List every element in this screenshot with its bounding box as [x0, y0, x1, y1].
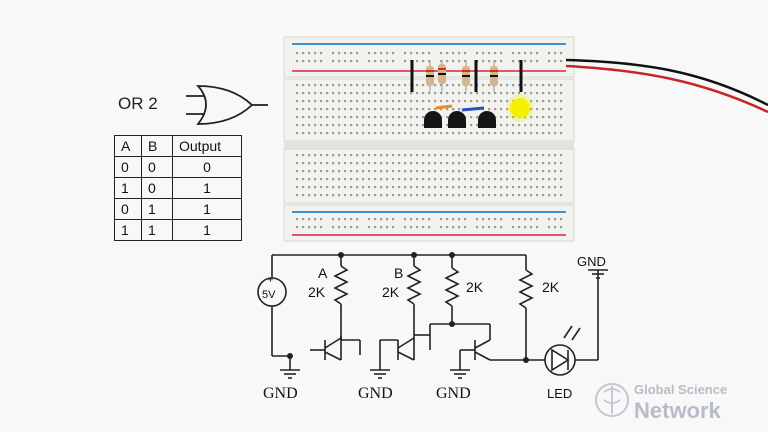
led-glow — [506, 94, 534, 122]
table-row: 1 0 1 — [114, 177, 242, 199]
cell-output: 1 — [172, 177, 242, 199]
truth-table-header-row: A B Output — [114, 135, 242, 157]
junction-dots — [287, 252, 529, 363]
table-row: 0 0 0 — [114, 156, 242, 178]
truth-table: A B Output 0 0 0 1 0 1 0 1 1 1 — [114, 135, 242, 241]
gate-title: OR 2 — [118, 94, 158, 113]
resistor-4-value: 2K — [542, 279, 560, 295]
cell-a: 1 — [114, 219, 142, 241]
cell-a: 0 — [114, 198, 142, 220]
resistor-4 — [490, 60, 498, 92]
supply-label: 5V — [262, 289, 276, 301]
resistor-a-name: A — [318, 265, 328, 281]
transistor-1 — [424, 111, 442, 128]
brand-line-1: Global Science — [634, 382, 727, 397]
table-row: 1 1 1 — [114, 219, 242, 241]
resistor-b-name: B — [394, 265, 403, 281]
or-gate-symbol — [186, 85, 268, 125]
resistor-b-value: 2K — [382, 284, 400, 300]
led-lit — [510, 98, 530, 118]
table-row: 0 1 1 — [114, 198, 242, 220]
transistor-2 — [448, 111, 466, 128]
ground-label-3: GND — [436, 385, 471, 402]
led-label: LED — [547, 386, 572, 401]
cell-b: 0 — [141, 177, 173, 199]
transistor-3 — [478, 111, 496, 128]
brain-logo-icon — [595, 383, 629, 417]
header-output: Output — [172, 135, 242, 157]
brand-watermark: Global Science Network — [595, 382, 727, 423]
ground-label-top: GND — [577, 254, 606, 269]
supply-plus-label: + — [268, 275, 273, 285]
resistor-2 — [438, 60, 446, 92]
brand-line-2: Network — [634, 398, 722, 423]
black-power-wire — [565, 58, 768, 107]
center-channel — [284, 141, 574, 149]
resistor-3-value: 2K — [466, 279, 484, 295]
blue-jumper — [461, 106, 485, 112]
cell-a: 1 — [114, 177, 142, 199]
header-a: A — [114, 135, 142, 157]
cell-output: 1 — [172, 219, 242, 241]
orange-jumper — [435, 104, 453, 110]
cell-b: 0 — [141, 156, 173, 178]
red-power-wire — [565, 64, 768, 114]
ground-label-2: GND — [358, 385, 393, 402]
breadboard — [283, 36, 768, 242]
header-b: B — [141, 135, 173, 157]
cell-b: 1 — [141, 198, 173, 220]
cell-output: 0 — [172, 156, 242, 178]
schematic — [257, 254, 608, 379]
breadboard-holes — [296, 52, 563, 229]
resistor-1 — [426, 60, 434, 92]
cell-a: 0 — [114, 156, 142, 178]
cell-b: 1 — [141, 219, 173, 241]
ground-label-1: GND — [263, 385, 298, 402]
resistor-3 — [462, 60, 470, 92]
cell-output: 1 — [172, 198, 242, 220]
resistor-a-value: 2K — [308, 284, 326, 300]
